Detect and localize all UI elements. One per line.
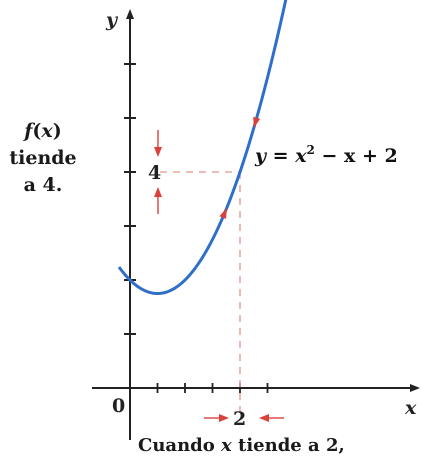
arrow-head-from-left	[219, 414, 229, 422]
equation-exponent: 2	[307, 143, 315, 157]
curve-equation-label: y = x2 − x + 2	[254, 143, 398, 167]
side-line-value: a 4.	[23, 174, 63, 196]
side-line-tiende: tiende	[9, 147, 77, 169]
curve-arrow-from-right	[253, 116, 261, 129]
side-annotation: f(x) tiende a 4.	[4, 118, 82, 199]
equation-prefix: y = x	[254, 145, 307, 167]
side-line-function: f(x)	[4, 118, 82, 145]
side-func-var: x	[41, 120, 53, 142]
arrow-head-from-above	[154, 147, 162, 157]
x-tick-label-2: 2	[233, 408, 246, 430]
side-paren-close: )	[52, 120, 62, 142]
y-axis-label: y	[105, 9, 119, 31]
side-func-name: f	[24, 120, 33, 142]
arrow-head-from-below	[154, 187, 162, 197]
curve-arrow-from-left	[219, 207, 227, 219]
y-tick-label-4: 4	[148, 162, 161, 184]
caption-var: x	[221, 435, 232, 456]
side-paren-open: (	[32, 120, 42, 142]
approach-arrows	[154, 116, 284, 422]
parabola-curve	[117, 0, 288, 296]
caption-part1: Cuando	[138, 435, 222, 456]
origin-label: 0	[112, 395, 125, 417]
x-axis-label: x	[404, 397, 417, 419]
bottom-caption: Cuando x tiende a 2,	[138, 435, 408, 456]
equation-suffix: − x + 2	[315, 145, 398, 167]
caption-part2: tiende a 2,	[231, 435, 345, 456]
y-axis-ticks	[124, 63, 136, 335]
arrow-head-from-right	[259, 414, 269, 422]
